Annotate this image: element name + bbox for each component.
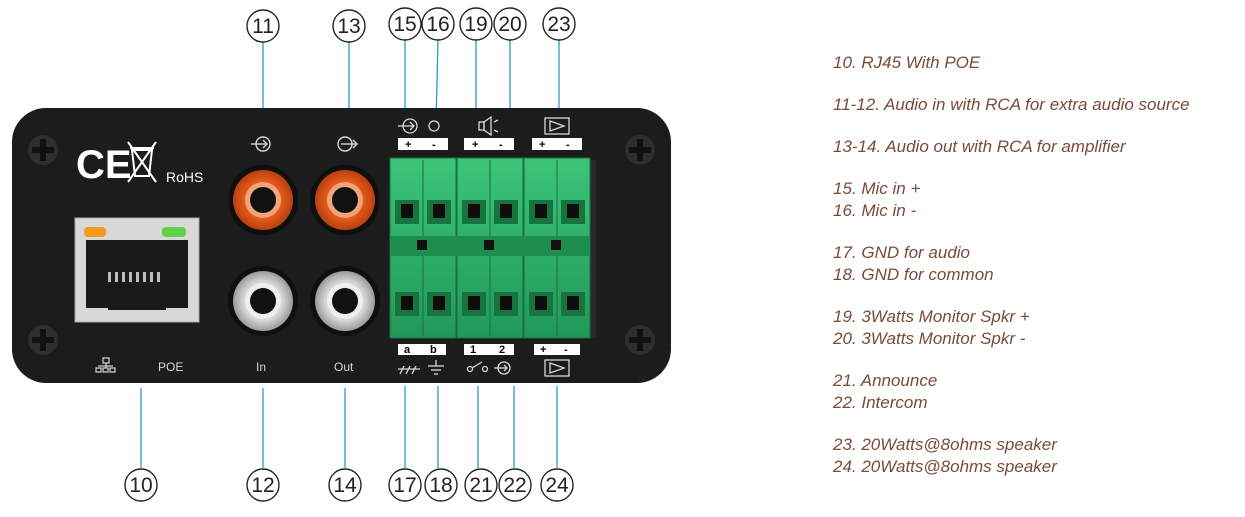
- callout-18: 18: [429, 474, 452, 497]
- callout-24: 24: [545, 474, 569, 497]
- led-link: [84, 227, 106, 237]
- led-activity: [162, 227, 186, 237]
- tag-plus: +: [472, 139, 478, 151]
- callout-17: 17: [393, 474, 416, 497]
- callout-circle: [542, 7, 576, 41]
- callout-circle: [498, 468, 532, 502]
- legend-item-19: 19. 3Watts Monitor Spkr +: [833, 307, 1030, 326]
- amplifier-icon: [544, 359, 570, 377]
- weee-bin-icon: [127, 141, 157, 183]
- tag-plus: +: [405, 139, 411, 151]
- rca-audio-in-bottom: [228, 266, 298, 336]
- amplifier-icon: [544, 117, 570, 135]
- tag-minus: -: [499, 139, 503, 151]
- legend-item-15: 15. Mic in +: [833, 179, 921, 198]
- intercom-icon: [494, 361, 511, 375]
- audio-in-icon: [251, 136, 271, 152]
- speaker-icon: [478, 115, 499, 137]
- callout-22: 22: [503, 474, 526, 497]
- tag-plus: +: [540, 344, 546, 356]
- callout-circle: [493, 7, 527, 41]
- rca-audio-in-top: [228, 165, 298, 235]
- out-label: Out: [334, 360, 354, 374]
- terminal-blocks: [389, 157, 596, 339]
- callouts-bottom: [124, 468, 574, 502]
- ce-logo: CE: [76, 143, 132, 187]
- callout-10: 10: [129, 474, 152, 497]
- callout-circle: [540, 468, 574, 502]
- screw-icon: [625, 135, 655, 165]
- callout-circle: [246, 9, 280, 43]
- mic-in-icon: [398, 118, 418, 134]
- announce-switch-icon: [466, 361, 489, 373]
- tag-a: a: [404, 344, 411, 356]
- rca-audio-out-top: [310, 165, 380, 235]
- callout-circle: [459, 7, 493, 41]
- callouts-top: [246, 7, 576, 43]
- tag-2: 2: [499, 344, 505, 356]
- callout-numbers: 11 13 15 16 19 20 23 10 12 14 17 18 21 2…: [129, 13, 570, 497]
- callout-23: 23: [547, 13, 570, 36]
- callout-circle: [464, 468, 498, 502]
- callout-13: 13: [337, 15, 360, 38]
- callout-19: 19: [464, 13, 487, 36]
- tag-minus: -: [432, 139, 436, 151]
- rohs-logo: RoHS: [166, 169, 203, 185]
- legend-item-13-14: 13-14. Audio out with RCA for amplifier: [833, 137, 1126, 156]
- legend-item-23: 23. 20Watts@8ohms speaker: [833, 435, 1057, 454]
- callout-circle: [388, 468, 422, 502]
- tag-minus: -: [566, 139, 570, 151]
- legend-item-24: 24. 20Watts@8ohms speaker: [833, 457, 1057, 476]
- tag-b: b: [430, 344, 437, 356]
- poe-label: POE: [158, 360, 183, 374]
- rca-audio-out-bottom: [310, 266, 380, 336]
- compliance-logos: CE RoHS: [76, 141, 203, 187]
- screw-icon: [625, 325, 655, 355]
- callout-15: 15: [393, 13, 416, 36]
- screw-icon: [28, 325, 58, 355]
- tag-minus: -: [564, 344, 568, 356]
- legend-item-16: 16. Mic in -: [833, 201, 917, 220]
- terminal-tags-top: + - + - + -: [398, 138, 582, 151]
- callout-circle: [421, 7, 455, 41]
- callout-12: 12: [251, 474, 274, 497]
- tag-plus: +: [539, 139, 545, 151]
- callout-circle: [124, 468, 158, 502]
- callout-circle: [424, 468, 458, 502]
- callout-16: 16: [426, 13, 449, 36]
- legend-item-17: 17. GND for audio: [833, 243, 971, 262]
- in-label: In: [256, 360, 266, 374]
- common-ground-icon: [428, 360, 444, 375]
- callout-circle: [328, 468, 362, 502]
- callout-lines: [140, 39, 560, 468]
- audio-ground-icon: [398, 365, 420, 375]
- audio-out-icon: [337, 136, 358, 152]
- callout-11: 11: [252, 15, 274, 38]
- rj45-port: [74, 217, 200, 323]
- terminal-tags-bottom: a b 1 2 + -: [398, 344, 580, 356]
- rj45-pins: [108, 272, 160, 282]
- legend-item-20: 20. 3Watts Monitor Spkr -: [833, 329, 1026, 348]
- legend-item-10: 10. RJ45 With POE: [833, 53, 981, 72]
- legend-item-11-12: 11-12. Audio in with RCA for extra audio…: [833, 95, 1190, 114]
- mic-gnd-icon: [428, 120, 440, 132]
- callout-20: 20: [498, 13, 521, 36]
- legend-item-21: 21. Announce: [833, 371, 938, 390]
- legend-item-18: 18. GND for common: [833, 265, 994, 284]
- callout-circle: [388, 7, 422, 41]
- callout-circle: [246, 468, 280, 502]
- network-icon: [95, 357, 116, 373]
- screw-holes: [28, 135, 655, 355]
- callout-21: 21: [469, 474, 492, 497]
- tag-1: 1: [470, 344, 476, 356]
- callout-circle: [332, 9, 366, 43]
- callout-14: 14: [333, 474, 357, 497]
- legend-item-22: 22. Intercom: [833, 393, 928, 412]
- screw-icon: [28, 135, 58, 165]
